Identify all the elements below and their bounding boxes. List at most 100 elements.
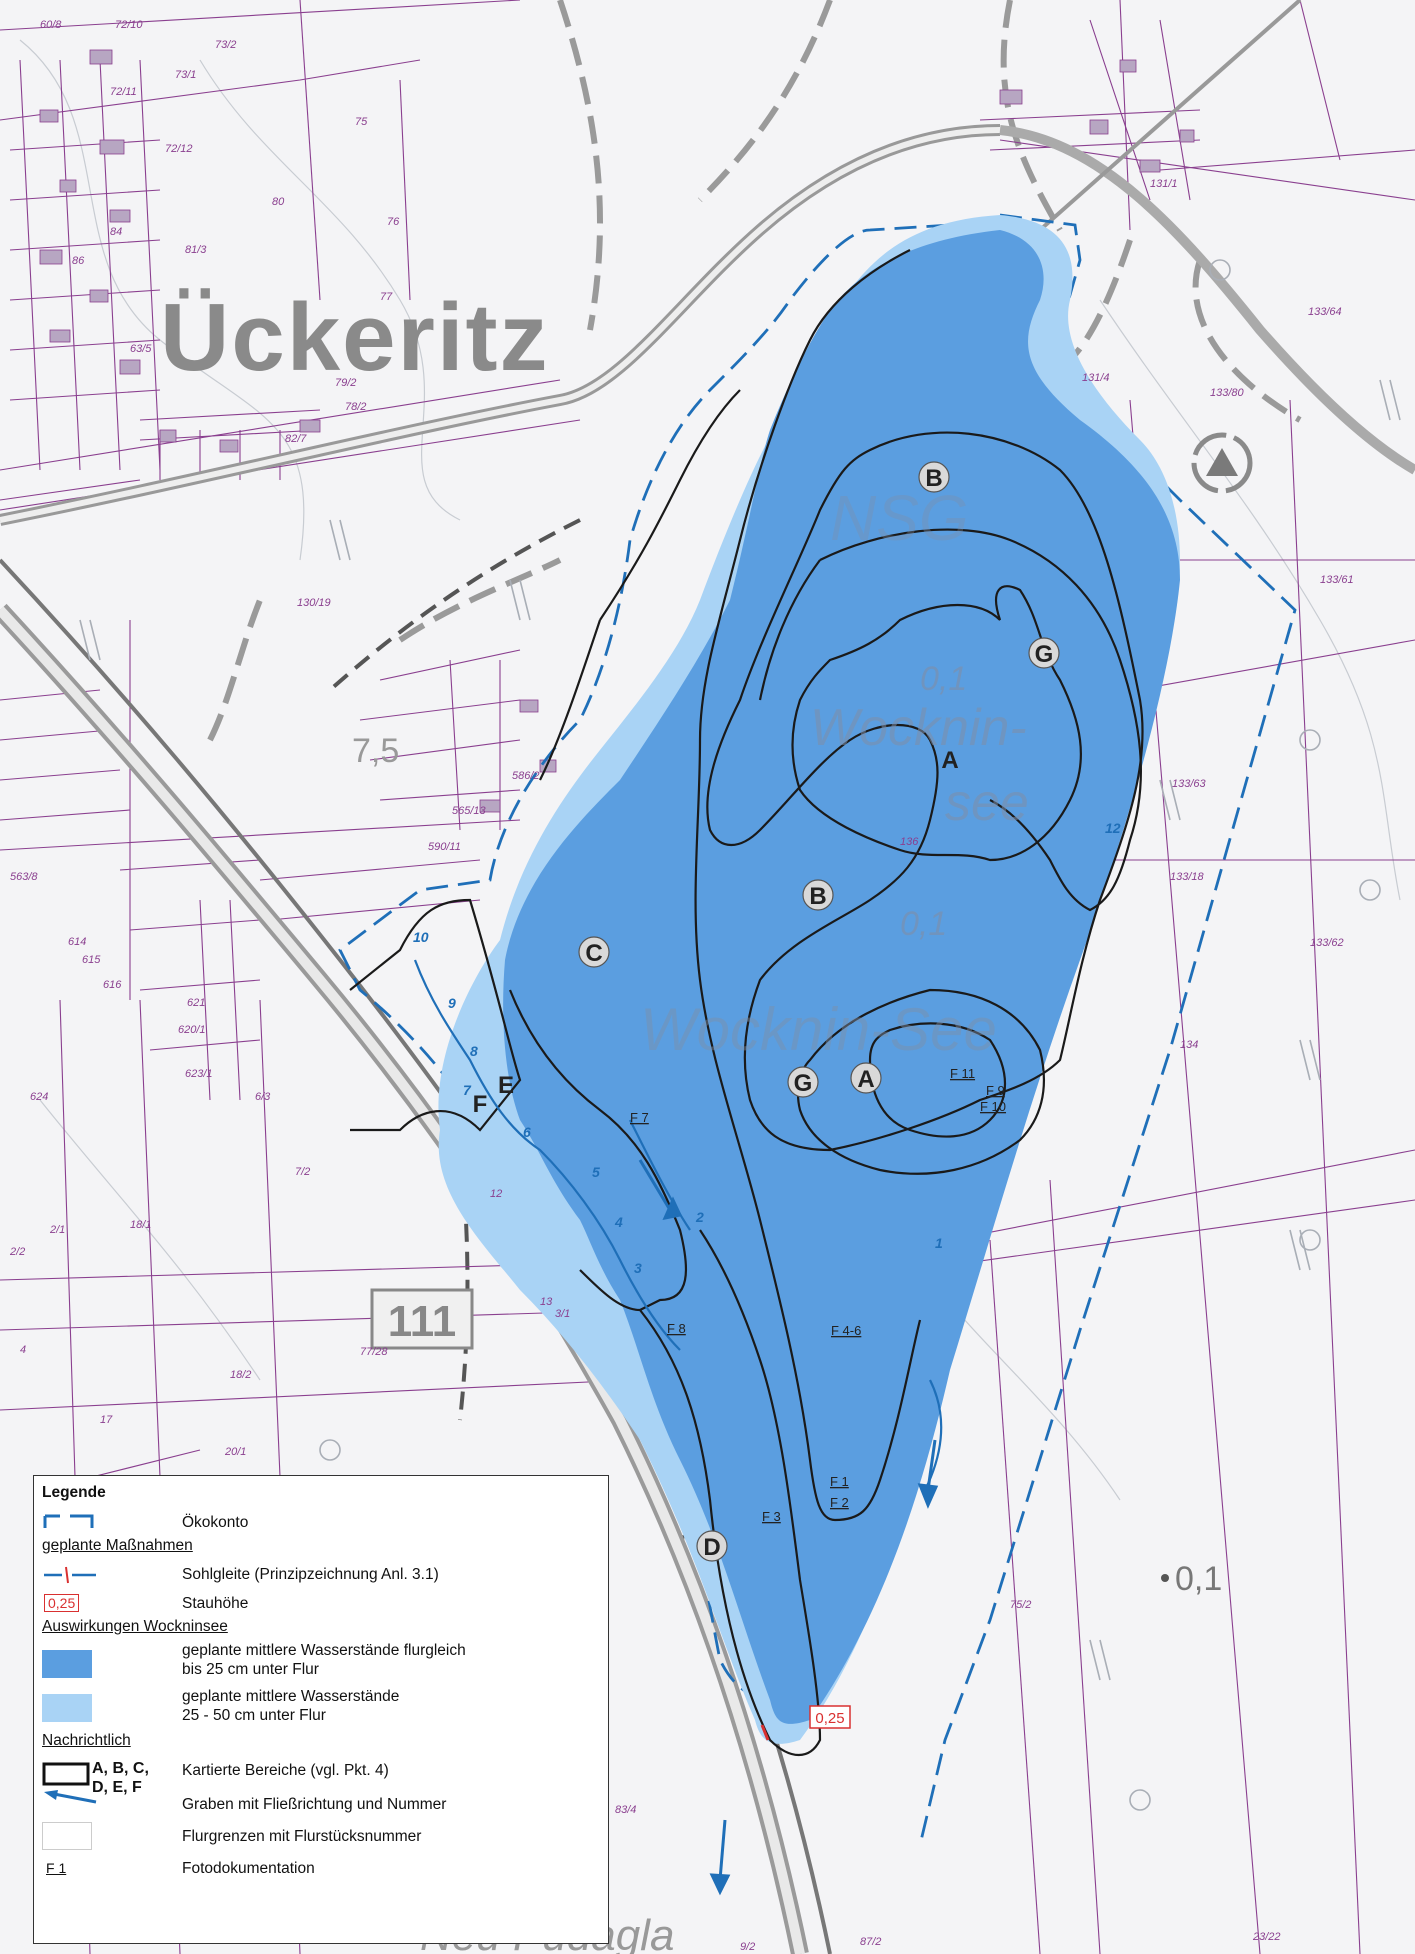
parcel-number: 7/2 [295,1166,310,1178]
nsg-label: NSG [830,482,969,554]
village-buildings [39,49,1195,813]
svg-text:F 4-6: F 4-6 [831,1323,861,1338]
svg-text:F 10: F 10 [980,1099,1006,1114]
parcel-number: 77 [380,291,393,303]
parcel-number: 3/1 [555,1308,570,1320]
contour-label: 7,5 [352,732,399,770]
area-label-D: D [696,1530,728,1562]
dark-zone-label-2: bis 25 cm unter Flur [182,1661,319,1678]
depth-label: 0,1 [900,905,947,943]
parcel-number: 83/4 [615,1804,636,1816]
vegetation-symbols [79,259,1401,1811]
parcel-number: 60/8 [40,19,62,31]
water-zone-dark [503,230,1180,1724]
area-label-B: B [918,461,950,493]
parcel-number: 623/1 [185,1068,213,1080]
svg-text:12: 12 [1105,820,1121,836]
svg-text:A: A [941,747,958,774]
parcel-number: 131/4 [1082,372,1110,384]
parcel-number: 2/1 [49,1224,65,1236]
parcel-number: 616 [103,979,122,991]
photo-labels: F 1 F 2 F 3 F 4-6 F 7 F 8 F 9 F 10 F 11 [630,1066,1006,1524]
parcel-number: 9/2 [740,1941,755,1953]
parcel-number: 76 [387,216,400,228]
parcel-number: 133/18 [1170,871,1205,883]
oekokonto-symbol [42,1512,98,1537]
parcel-number: 72/10 [115,19,143,31]
town-name: Ückeritz [160,284,550,391]
svg-text:0,25: 0,25 [815,1710,844,1727]
parcel-number: 18/2 [230,1369,251,1381]
ditch-flow-arrows [638,1159,939,1896]
lake-name-upper-2: see [945,774,1029,832]
parcel-number: 73/1 [175,69,196,81]
legend: Legende Ökokonto geplante Maßnahmen Sohl… [33,1475,609,1944]
svg-text:D: D [703,1534,720,1561]
area-label-A-lower: A [850,1062,882,1094]
stau-symbol: 0,25 [44,1594,80,1612]
svg-text:8: 8 [470,1043,478,1059]
parcel-number: 134 [1180,1039,1198,1051]
parcel-number: 621 [187,997,205,1009]
mapped-area-codes-1: A, B, C, [92,1760,149,1777]
svg-text:3: 3 [634,1260,642,1276]
dashed-paths [207,0,1302,742]
parcel-number: 81/3 [185,244,207,256]
depth-point [1161,1574,1169,1582]
parcel-number: 75 [355,116,368,128]
parcel-number: 72/12 [165,143,193,155]
parcel-number: 12 [490,1188,502,1200]
legend-section-planned: geplante Maßnahmen [42,1537,193,1554]
parcel-number: 133/61 [1320,574,1354,586]
dark-zone-label-1: geplante mittlere Wasserstände flurgleic… [182,1642,466,1659]
stau-height-marker: 0,25 [809,1705,851,1729]
parcel-number: 78/2 [345,401,366,413]
area-label-C: C [578,936,610,968]
parcel-number: 77/28 [360,1346,388,1358]
svg-text:C: C [585,940,602,967]
parcel-number: 72/11 [110,86,137,98]
svg-text:F 2: F 2 [830,1495,849,1510]
parcel-number: 136 [900,836,919,848]
parcel-number: 13 [540,1296,553,1308]
parcel-number: 63/5 [130,343,152,355]
parcel-number: 87/2 [860,1936,881,1948]
svg-text:F 9: F 9 [986,1083,1005,1098]
photo-symbol: F 1 [46,1860,67,1876]
svg-text:111: 111 [388,1297,457,1346]
parcel-number: 2/2 [9,1246,25,1258]
parcel-number: 84 [110,226,122,238]
parcel-symbol [42,1822,92,1850]
area-labels: A A B B C D E F G G [473,461,1060,1562]
depth-label: 0,1 [920,660,967,698]
light-zone-label-2: 25 - 50 cm unter Flur [182,1707,326,1724]
ditch-label: Graben mit Fließrichtung und Nummer [182,1796,447,1813]
mapped-area-codes-2: D, E, F [92,1779,142,1796]
svg-text:1: 1 [935,1235,943,1251]
parcel-number: 563/8 [10,871,38,883]
area-label-G-lower: G [787,1066,819,1098]
ditch-symbol [42,1788,98,1815]
area-label-B-lower: B [802,879,834,911]
parcel-number: 86 [72,255,85,267]
parcel-number: 133/80 [1210,387,1245,399]
area-label-G: G [1028,637,1060,669]
parcel-number: 18/1 [130,1219,151,1231]
svg-text:B: B [809,883,826,910]
parcel-number: 4 [20,1344,26,1356]
svg-text:2: 2 [695,1209,704,1225]
ditch-numbers: 1 2 3 4 5 6 7 8 9 10 12 [413,820,1121,1276]
svg-text:5: 5 [592,1164,600,1180]
svg-text:4: 4 [614,1214,623,1230]
legend-section-effects: Auswirkungen Wockninsee [42,1618,228,1635]
svg-text:F 8: F 8 [667,1321,686,1336]
parcel-number: 20/1 [224,1446,246,1458]
svg-text:F: F [473,1091,488,1118]
lake-name-upper: Wocknin- [810,699,1027,757]
legend-title: Legende [42,1484,106,1501]
svg-text:F 7: F 7 [630,1110,649,1125]
photo-label: Fotodokumentation [182,1860,315,1877]
oekokonto-label: Ökokonto [182,1514,249,1531]
stauhoehe-label: Stauhöhe [182,1595,249,1612]
parcel-number: 82/7 [285,433,307,445]
